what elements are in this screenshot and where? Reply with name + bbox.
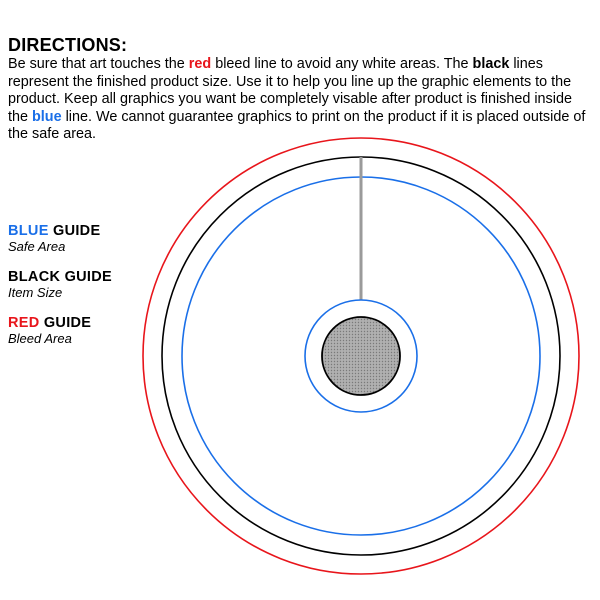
guide-legend: BLUE GUIDE Safe Area BLACK GUIDE Item Si… xyxy=(8,223,158,361)
guide-red-suffix: GUIDE xyxy=(39,315,92,331)
inner-safe-circle xyxy=(304,299,418,413)
guide-black-suffix: GUIDE xyxy=(60,269,112,285)
guide-black-subtitle: Item Size xyxy=(8,285,63,300)
guide-red-color-word: RED xyxy=(8,315,40,331)
guide-red: RED GUIDE Bleed Area xyxy=(8,315,158,347)
directions-block: DIRECTIONS: Be sure that art touches the… xyxy=(8,36,592,144)
directions-keyword-blue: blue xyxy=(32,108,62,125)
directions-body: Be sure that art touches the red bleed l… xyxy=(8,56,592,144)
inner-item-circle xyxy=(321,316,401,396)
bleed-circle xyxy=(142,137,580,575)
directions-title: DIRECTIONS: xyxy=(8,35,128,55)
guide-blue-subtitle: Safe Area xyxy=(8,239,66,254)
guide-black-color-word: BLACK xyxy=(8,269,61,285)
guide-blue-suffix: GUIDE xyxy=(48,223,101,239)
guide-blue-title: BLUE GUIDE xyxy=(8,223,158,239)
directions-keyword-black: black xyxy=(472,56,510,72)
guide-black-title: BLACK GUIDE xyxy=(8,269,158,285)
directions-text-1: Be sure that art touches the xyxy=(8,56,189,72)
directions-text-2: bleed line to avoid any white areas. The xyxy=(211,56,473,72)
directions-text-3: lines represent the finished product siz… xyxy=(8,56,572,125)
directions-text-4: line. We cannot guarantee graphics to pr… xyxy=(8,108,586,143)
directions-keyword-red: red xyxy=(188,56,212,72)
guide-red-title: RED GUIDE xyxy=(8,315,158,331)
guide-blue-color-word: BLUE xyxy=(8,223,49,239)
guide-black: BLACK GUIDE Item Size xyxy=(8,269,158,301)
guide-blue: BLUE GUIDE Safe Area xyxy=(8,223,158,255)
guide-red-subtitle: Bleed Area xyxy=(8,331,72,346)
